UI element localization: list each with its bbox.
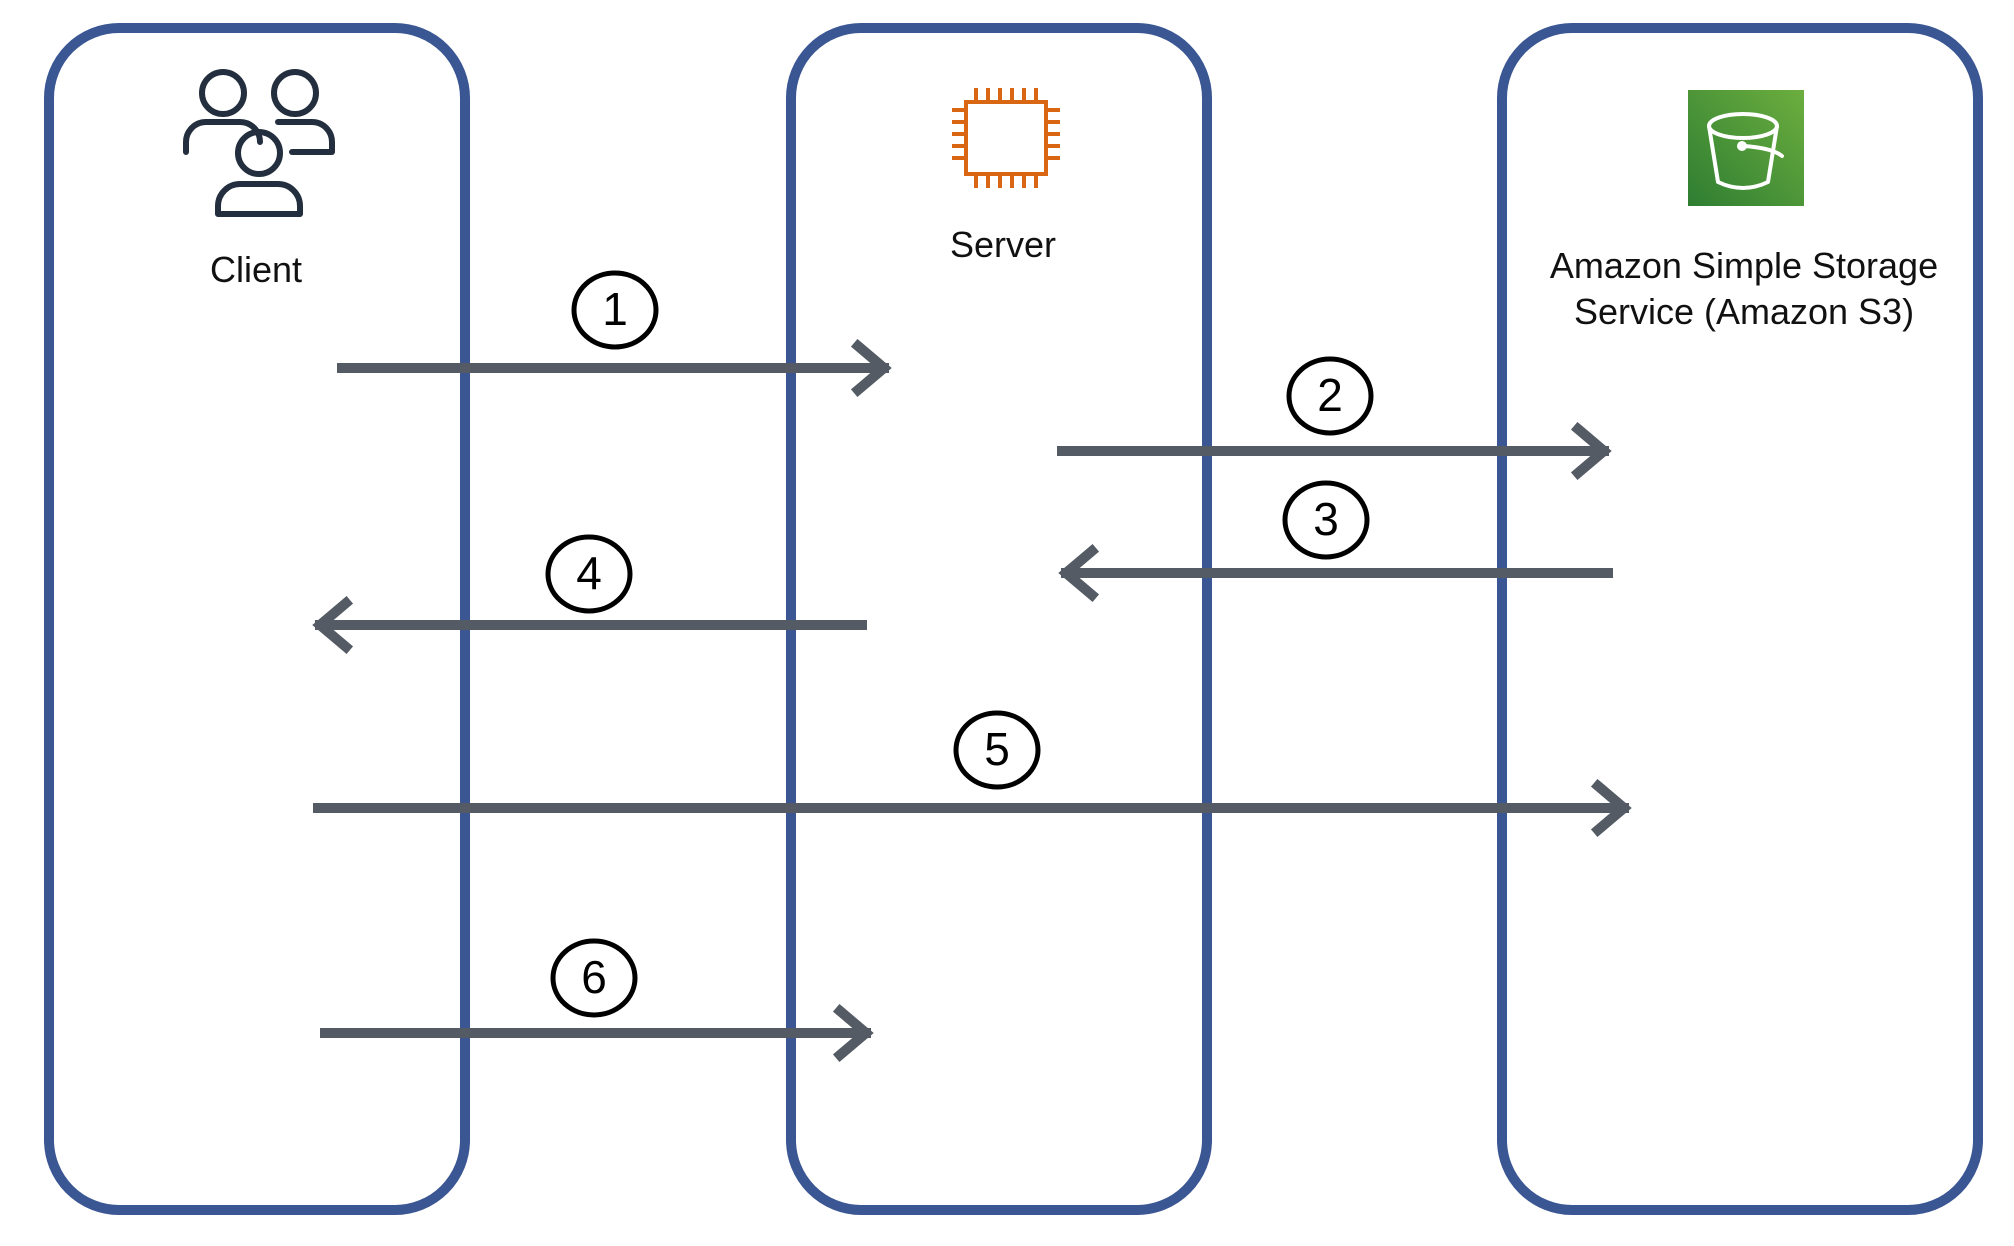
server-label: Server — [950, 224, 1056, 265]
ec2-chip-icon — [952, 88, 1060, 188]
step-5-number: 5 — [984, 723, 1010, 775]
s3-bucket-icon — [1688, 90, 1804, 206]
storage-lane — [1497, 23, 1983, 1215]
client-label: Client — [210, 249, 302, 290]
users-icon — [183, 69, 335, 217]
arrow-step-6 — [320, 1003, 874, 1063]
arrow-step-4 — [312, 595, 867, 655]
client-lane — [44, 23, 470, 1215]
step-2-number: 2 — [1317, 369, 1343, 421]
arrow-step-3 — [1058, 543, 1613, 603]
step-6-circle — [550, 938, 638, 1018]
step-3-number: 3 — [1313, 493, 1339, 545]
step-2-circle — [1286, 356, 1374, 436]
storage-label-line1: Amazon Simple Storage — [1550, 245, 1938, 286]
step-6-number: 6 — [581, 951, 607, 1003]
step-1-circle — [571, 270, 659, 350]
step-4-number: 4 — [576, 547, 602, 599]
step-1-number: 1 — [602, 283, 628, 335]
step-5-circle — [953, 710, 1041, 790]
arrow-step-2 — [1057, 421, 1612, 481]
storage-label-line2: Service (Amazon S3) — [1574, 291, 1914, 332]
step-4-circle — [545, 534, 633, 614]
arrow-step-5 — [313, 778, 1632, 838]
step-3-circle — [1282, 480, 1370, 560]
arrow-step-1 — [337, 338, 892, 398]
server-lane — [786, 23, 1212, 1215]
